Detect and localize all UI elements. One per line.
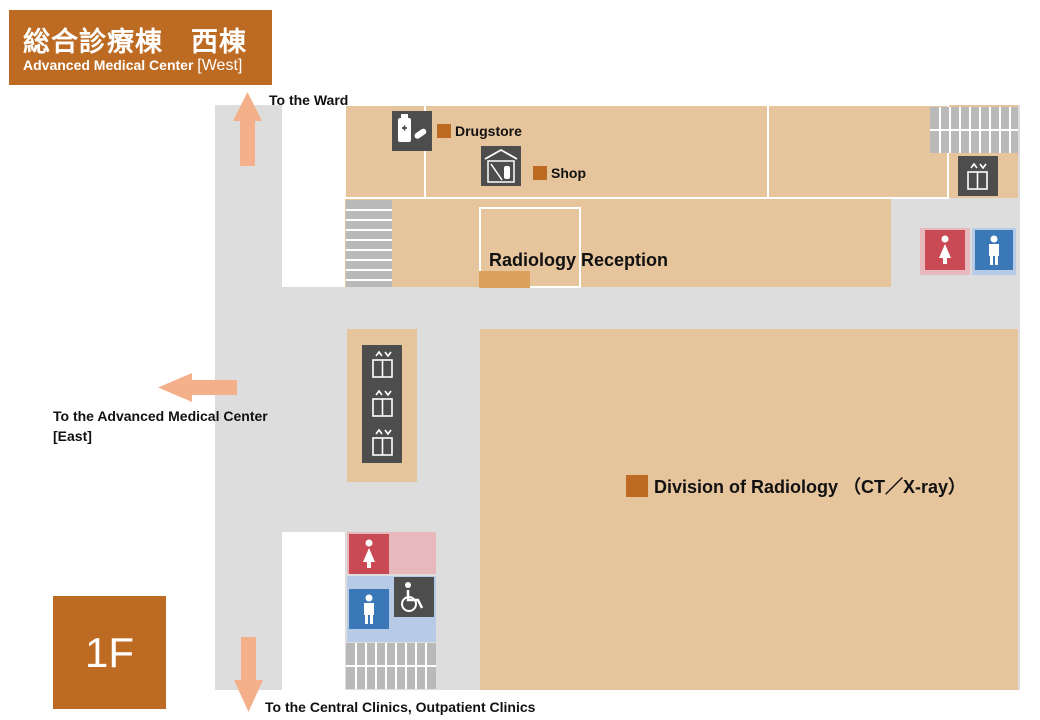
female-restroom-icon <box>925 230 965 270</box>
arrow-up-icon <box>233 92 262 166</box>
elevator-icon <box>372 389 393 417</box>
direction-to-ward: To the Ward <box>269 92 349 108</box>
title-english-wing: [West] <box>197 57 243 74</box>
title-english-name: Advanced Medical Center <box>23 57 194 73</box>
elevator-icon <box>372 428 393 456</box>
shop-text: Shop <box>551 165 586 181</box>
title-japanese: 総合診療棟 西棟 <box>23 27 247 58</box>
division-radiology-text: Division of Radiology （CT／X-ray） <box>654 477 967 497</box>
female-restroom-icon <box>349 534 389 574</box>
elevator-icon <box>967 162 988 190</box>
legend-marker <box>533 166 547 180</box>
title-english: Advanced Medical Center [West] <box>23 57 242 75</box>
male-restroom-icon <box>975 230 1013 270</box>
stairs-icon <box>346 643 436 689</box>
male-restroom-icon <box>349 589 389 629</box>
void-top <box>282 105 345 287</box>
label-division-radiology: Division of Radiology （CT／X-ray） <box>626 473 966 499</box>
drugstore-text: Drugstore <box>455 123 522 139</box>
pharmacy-icon <box>392 111 432 151</box>
reception-counter <box>479 271 530 288</box>
shop-icon <box>481 146 521 186</box>
elevator-icon <box>372 350 393 378</box>
accessible-restroom-icon <box>394 577 434 617</box>
stairs-icon <box>930 107 1018 153</box>
label-shop: Shop <box>533 165 586 181</box>
arrow-down-icon <box>234 637 263 712</box>
direction-to-central: To the Central Clinics, Outpatient Clini… <box>265 699 536 715</box>
label-drugstore: Drugstore <box>437 123 522 139</box>
floor-indicator: 1F <box>53 596 166 709</box>
direction-to-east-wing: [East] <box>53 428 92 444</box>
building-title: 総合診療棟 西棟 Advanced Medical Center [West] <box>9 10 272 85</box>
radiology-division-area <box>480 329 1018 690</box>
top-room-block <box>344 104 1018 288</box>
arrow-left-icon <box>158 373 237 402</box>
legend-marker <box>626 475 648 497</box>
void-bottom <box>282 532 345 690</box>
legend-marker <box>437 124 451 138</box>
direction-to-east: To the Advanced Medical Center <box>53 408 268 424</box>
stairs-icon <box>346 200 392 287</box>
label-radiology-reception: Radiology Reception <box>489 250 669 270</box>
